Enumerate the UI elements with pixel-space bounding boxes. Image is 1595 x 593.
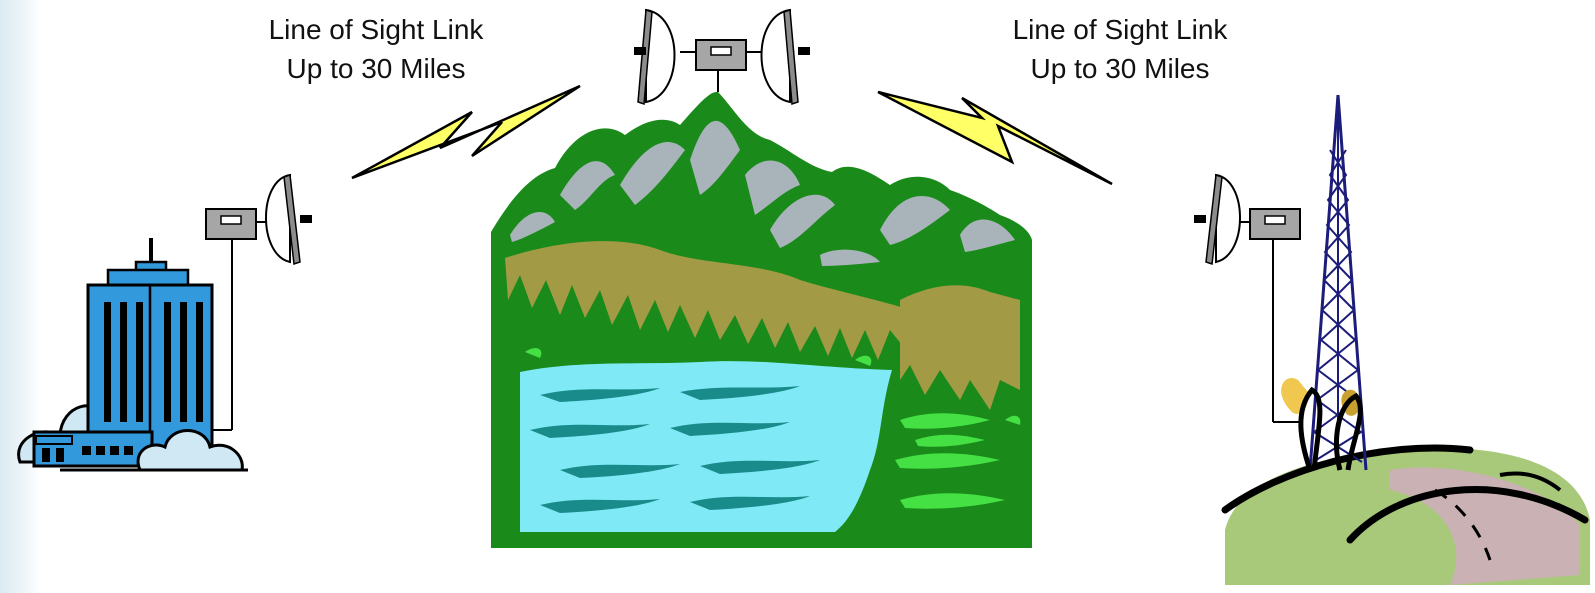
radio-dish-icon: [634, 10, 810, 104]
lightning-bolt-icon: [352, 86, 580, 178]
link-label-left: Line of Sight Link Up to 30 Miles: [226, 10, 526, 88]
link-label-line1: Line of Sight Link: [970, 10, 1270, 49]
lightning-bolt-icon: [878, 92, 1112, 184]
link-label-line1: Line of Sight Link: [226, 10, 526, 49]
radio-dish-icon: [206, 175, 312, 430]
link-label-line2: Up to 30 Miles: [226, 49, 526, 88]
office-building-icon: [19, 238, 248, 470]
link-label-line2: Up to 30 Miles: [970, 49, 1270, 88]
mountain-lake-icon: [491, 92, 1032, 548]
link-label-right: Line of Sight Link Up to 30 Miles: [970, 10, 1270, 88]
hill-road-icon: [1225, 448, 1590, 585]
